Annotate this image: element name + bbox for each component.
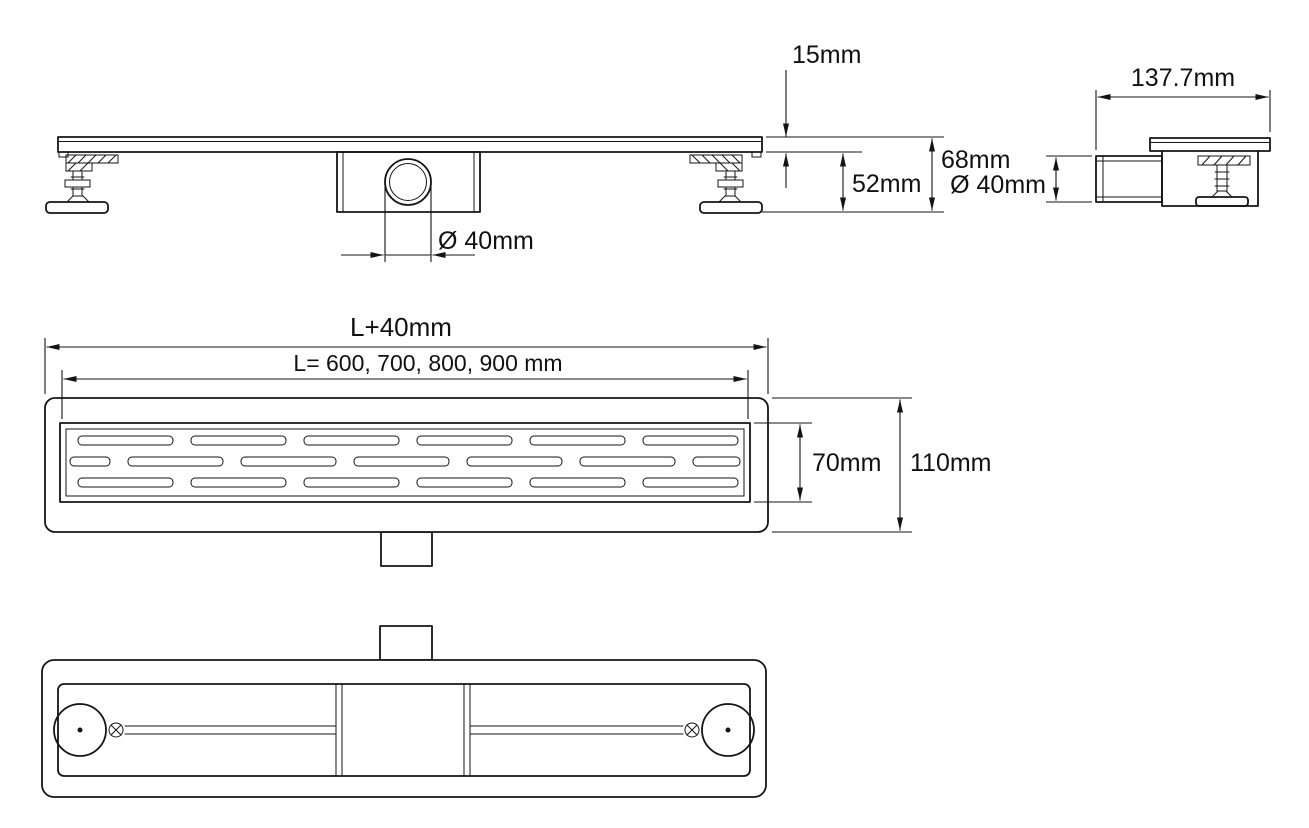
flange-end-tab-right bbox=[751, 151, 762, 158]
dim-label-52mm: 52mm bbox=[852, 170, 921, 198]
grate-slots bbox=[69, 435, 741, 488]
foot-pad-bottom-right bbox=[701, 703, 755, 757]
grate-slot bbox=[77, 477, 174, 488]
dim-channel-width: 70mm bbox=[754, 422, 881, 503]
grate-slot bbox=[466, 456, 563, 467]
outlet-pipe-circle bbox=[384, 158, 432, 206]
plan-outlet-stub bbox=[380, 531, 433, 567]
dim-label-diameter-40mm-end: Ø 40mm bbox=[950, 171, 1046, 199]
grate-slot bbox=[529, 435, 626, 446]
grate-slot bbox=[416, 435, 513, 446]
foot-pad-center-left bbox=[77, 727, 83, 733]
end-flange-profile bbox=[1149, 137, 1271, 152]
dim-label-15mm: 15mm bbox=[792, 41, 861, 69]
grate-slot bbox=[303, 477, 400, 488]
dim-label-diameter-40mm-side: Ø 40mm bbox=[438, 227, 534, 255]
dim-label-137-7mm: 137.7mm bbox=[1131, 64, 1235, 92]
dim-label-overall-length: L+40mm bbox=[350, 312, 452, 342]
grate-slot bbox=[240, 456, 337, 467]
dim-outlet-diameter-side: Ø 40mm bbox=[341, 186, 534, 262]
grate-slot bbox=[190, 477, 287, 488]
grate-slot bbox=[642, 435, 739, 446]
end-outlet-pipe bbox=[1095, 155, 1163, 203]
dim-overall-depth: 137.7mm bbox=[1095, 64, 1271, 150]
grate-slot bbox=[69, 456, 111, 467]
end-view: 137.7mm Ø 40mm bbox=[950, 64, 1271, 207]
bottom-view bbox=[41, 625, 767, 798]
grate-slot bbox=[642, 477, 739, 488]
foot-pad-bottom-left bbox=[53, 703, 107, 757]
dim-label-68mm: 68mm bbox=[941, 146, 1010, 174]
adjustable-foot-right bbox=[689, 154, 763, 214]
bottom-outlet-stub bbox=[379, 625, 433, 661]
grate-slot bbox=[303, 435, 400, 446]
dim-outlet-diameter-end: Ø 40mm bbox=[950, 155, 1092, 203]
foot-pad-center-right bbox=[725, 727, 731, 733]
dim-overall-width: 110mm bbox=[772, 397, 992, 533]
grate-slot bbox=[190, 435, 287, 446]
plan-grate-frame bbox=[59, 422, 751, 503]
dim-channel-length: L= 600, 700, 800, 900 mm bbox=[61, 350, 749, 419]
screw-left bbox=[108, 722, 124, 738]
grate-slot bbox=[416, 477, 513, 488]
plan-outer-frame bbox=[44, 397, 769, 533]
grate-slot bbox=[77, 435, 174, 446]
grate-slot bbox=[692, 456, 741, 467]
dim-flange-height: 15mm bbox=[766, 41, 944, 188]
bottom-inner-frame bbox=[57, 683, 751, 777]
plan-view: L+40mm L= 600, 700, 800, 900 mm 70mm 110… bbox=[44, 312, 992, 567]
dim-label-70mm: 70mm bbox=[812, 449, 881, 477]
channel-flange-profile bbox=[57, 136, 763, 153]
grate-slot bbox=[127, 456, 224, 467]
bottom-outer-frame bbox=[41, 659, 767, 798]
grate-slot bbox=[353, 456, 450, 467]
grate-slot bbox=[529, 477, 626, 488]
outlet-pipe-inner-circle bbox=[389, 163, 427, 201]
end-view-foot bbox=[1195, 155, 1251, 207]
adjustable-foot-left bbox=[45, 154, 119, 214]
dim-overall-length: L+40mm bbox=[44, 312, 769, 394]
dim-total-height: 68mm bbox=[929, 138, 1010, 211]
trap-housing bbox=[336, 151, 481, 213]
side-elevation-view: 15mm 52mm 68mm Ø 40mm bbox=[45, 41, 1010, 262]
screw-right bbox=[684, 722, 700, 738]
dim-label-channel-lengths: L= 600, 700, 800, 900 mm bbox=[293, 350, 562, 376]
dim-label-110mm: 110mm bbox=[910, 449, 992, 477]
plan-grate-inner-frame bbox=[65, 428, 745, 497]
dim-body-height: 52mm bbox=[762, 153, 944, 213]
grate-slot bbox=[579, 456, 676, 467]
